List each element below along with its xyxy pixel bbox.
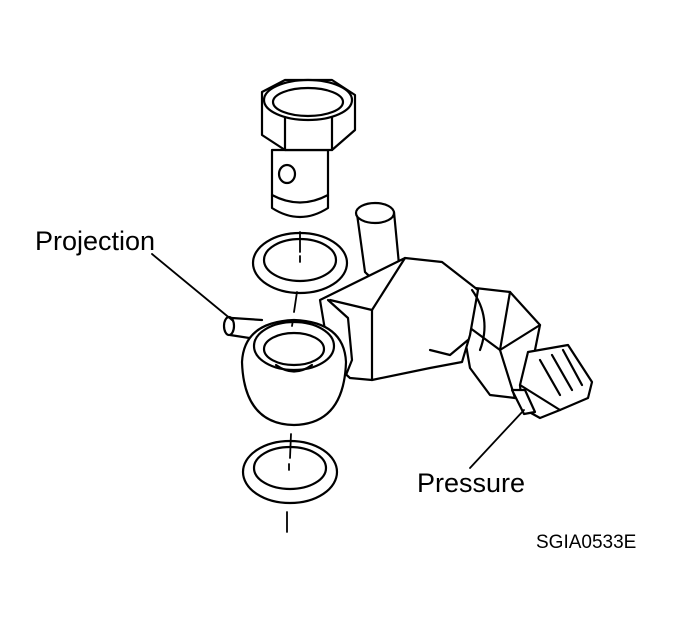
pressure-label: Pressure [417,468,526,498]
banjo-fitting [224,300,352,425]
lower-washer [243,441,337,503]
figure-code: SGIA0533E [536,532,637,553]
main-body [320,203,485,380]
pressure-leader-line [470,410,524,468]
banjo-bolt-shank [272,150,328,217]
projection-leader-line [152,254,232,320]
pressure-sensor [462,288,592,418]
assembly-center-line [287,232,300,532]
projection-label: Projection [35,226,156,256]
banjo-bolt [262,80,355,217]
